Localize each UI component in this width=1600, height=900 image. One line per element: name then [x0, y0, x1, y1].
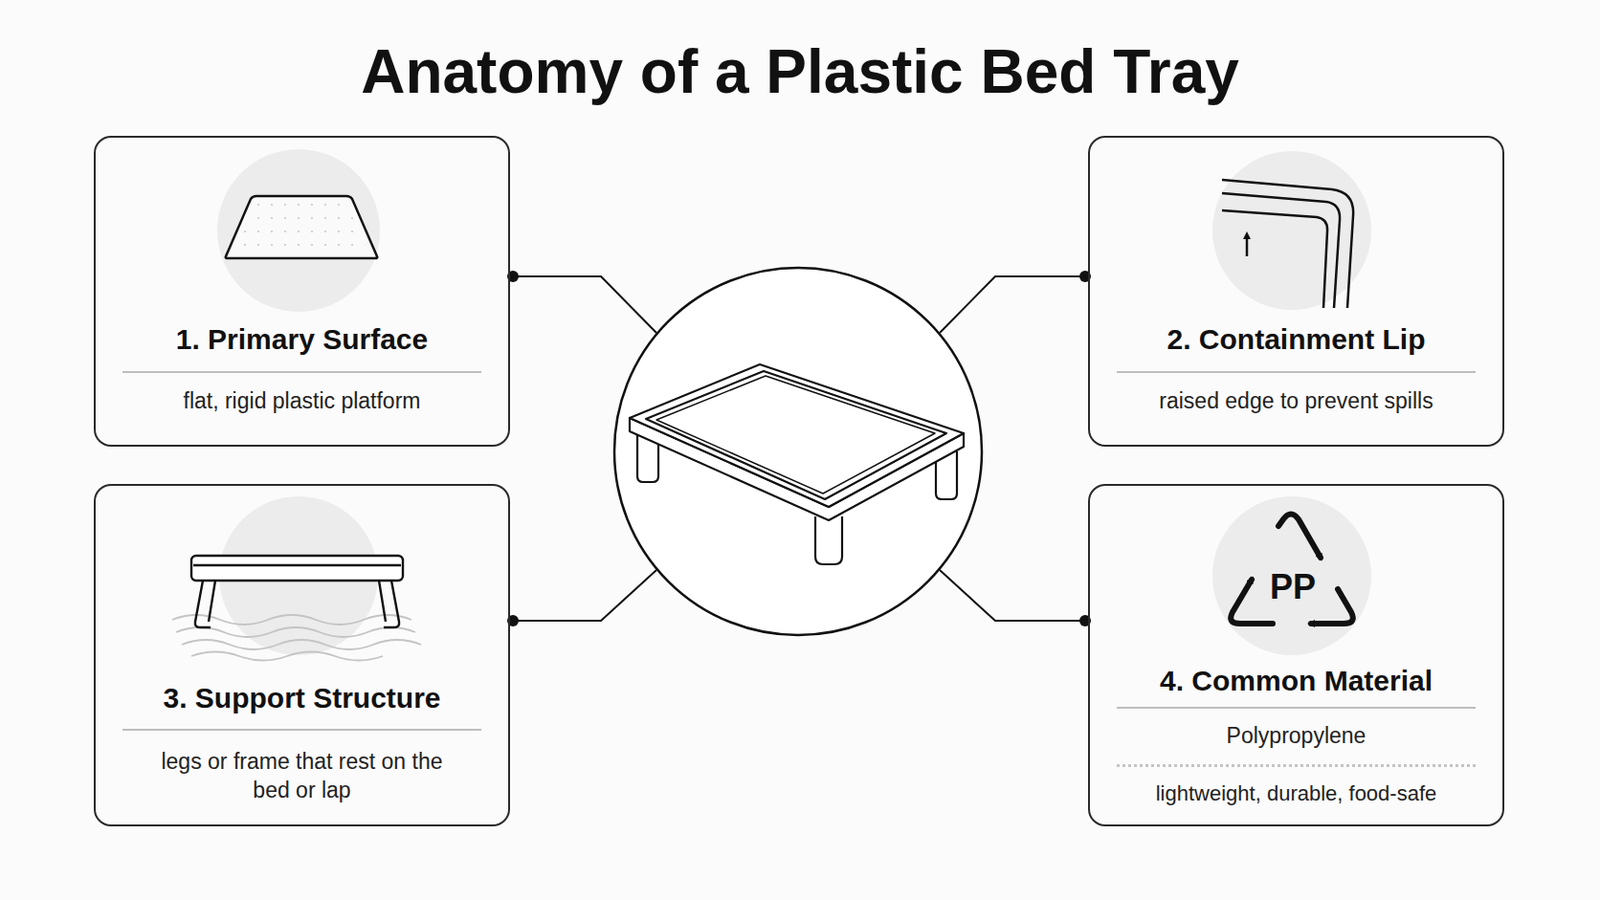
part-heading: 4. Common Material: [1102, 662, 1490, 700]
part-heading: 3. Support Structure: [108, 679, 496, 717]
part-card: 4. Common MaterialPolypropylene lightweig…: [1088, 484, 1505, 827]
icon-ground: [1212, 151, 1372, 311]
divider-line: [1116, 707, 1476, 710]
lip-icon: [1222, 179, 1354, 309]
part-card: 3. Support Structure legs or frame that r…: [93, 484, 511, 827]
material-code: PP: [1269, 567, 1316, 608]
part-heading: 2. Containment Lip: [1102, 320, 1490, 358]
part-description: raised edge to prevent spills: [1102, 387, 1490, 417]
part-heading: 1. Primary Surface: [108, 320, 496, 358]
support-icon: [191, 555, 403, 628]
surface-texture: [235, 202, 368, 251]
divider-line: [122, 371, 482, 374]
dotted-divider: [1116, 764, 1476, 768]
icon-ground: [1212, 496, 1372, 656]
diagram-title: Anatomy of a Plastic Bed Tray: [0, 36, 1600, 108]
divider-line: [122, 729, 482, 732]
recycle-icon: [1230, 514, 1354, 625]
part-card: 2. Containment Lip raised edge to prevent…: [1088, 135, 1505, 447]
surface-icon: [225, 196, 378, 259]
material-properties: lightweight, durable, food-safe: [1102, 780, 1490, 809]
material-name: Polypropylene: [1102, 722, 1490, 752]
icon-ground: [217, 149, 380, 312]
tray-drawing: [629, 364, 964, 565]
divider-line: [1116, 371, 1476, 374]
part-card: 1. Primary Surface flat, rigid plastic pl…: [93, 135, 511, 447]
part-description: legs or frame that rest on the bed or la…: [158, 748, 446, 806]
part-description: flat, rigid plastic platform: [108, 387, 496, 417]
center-circle: [614, 267, 982, 636]
